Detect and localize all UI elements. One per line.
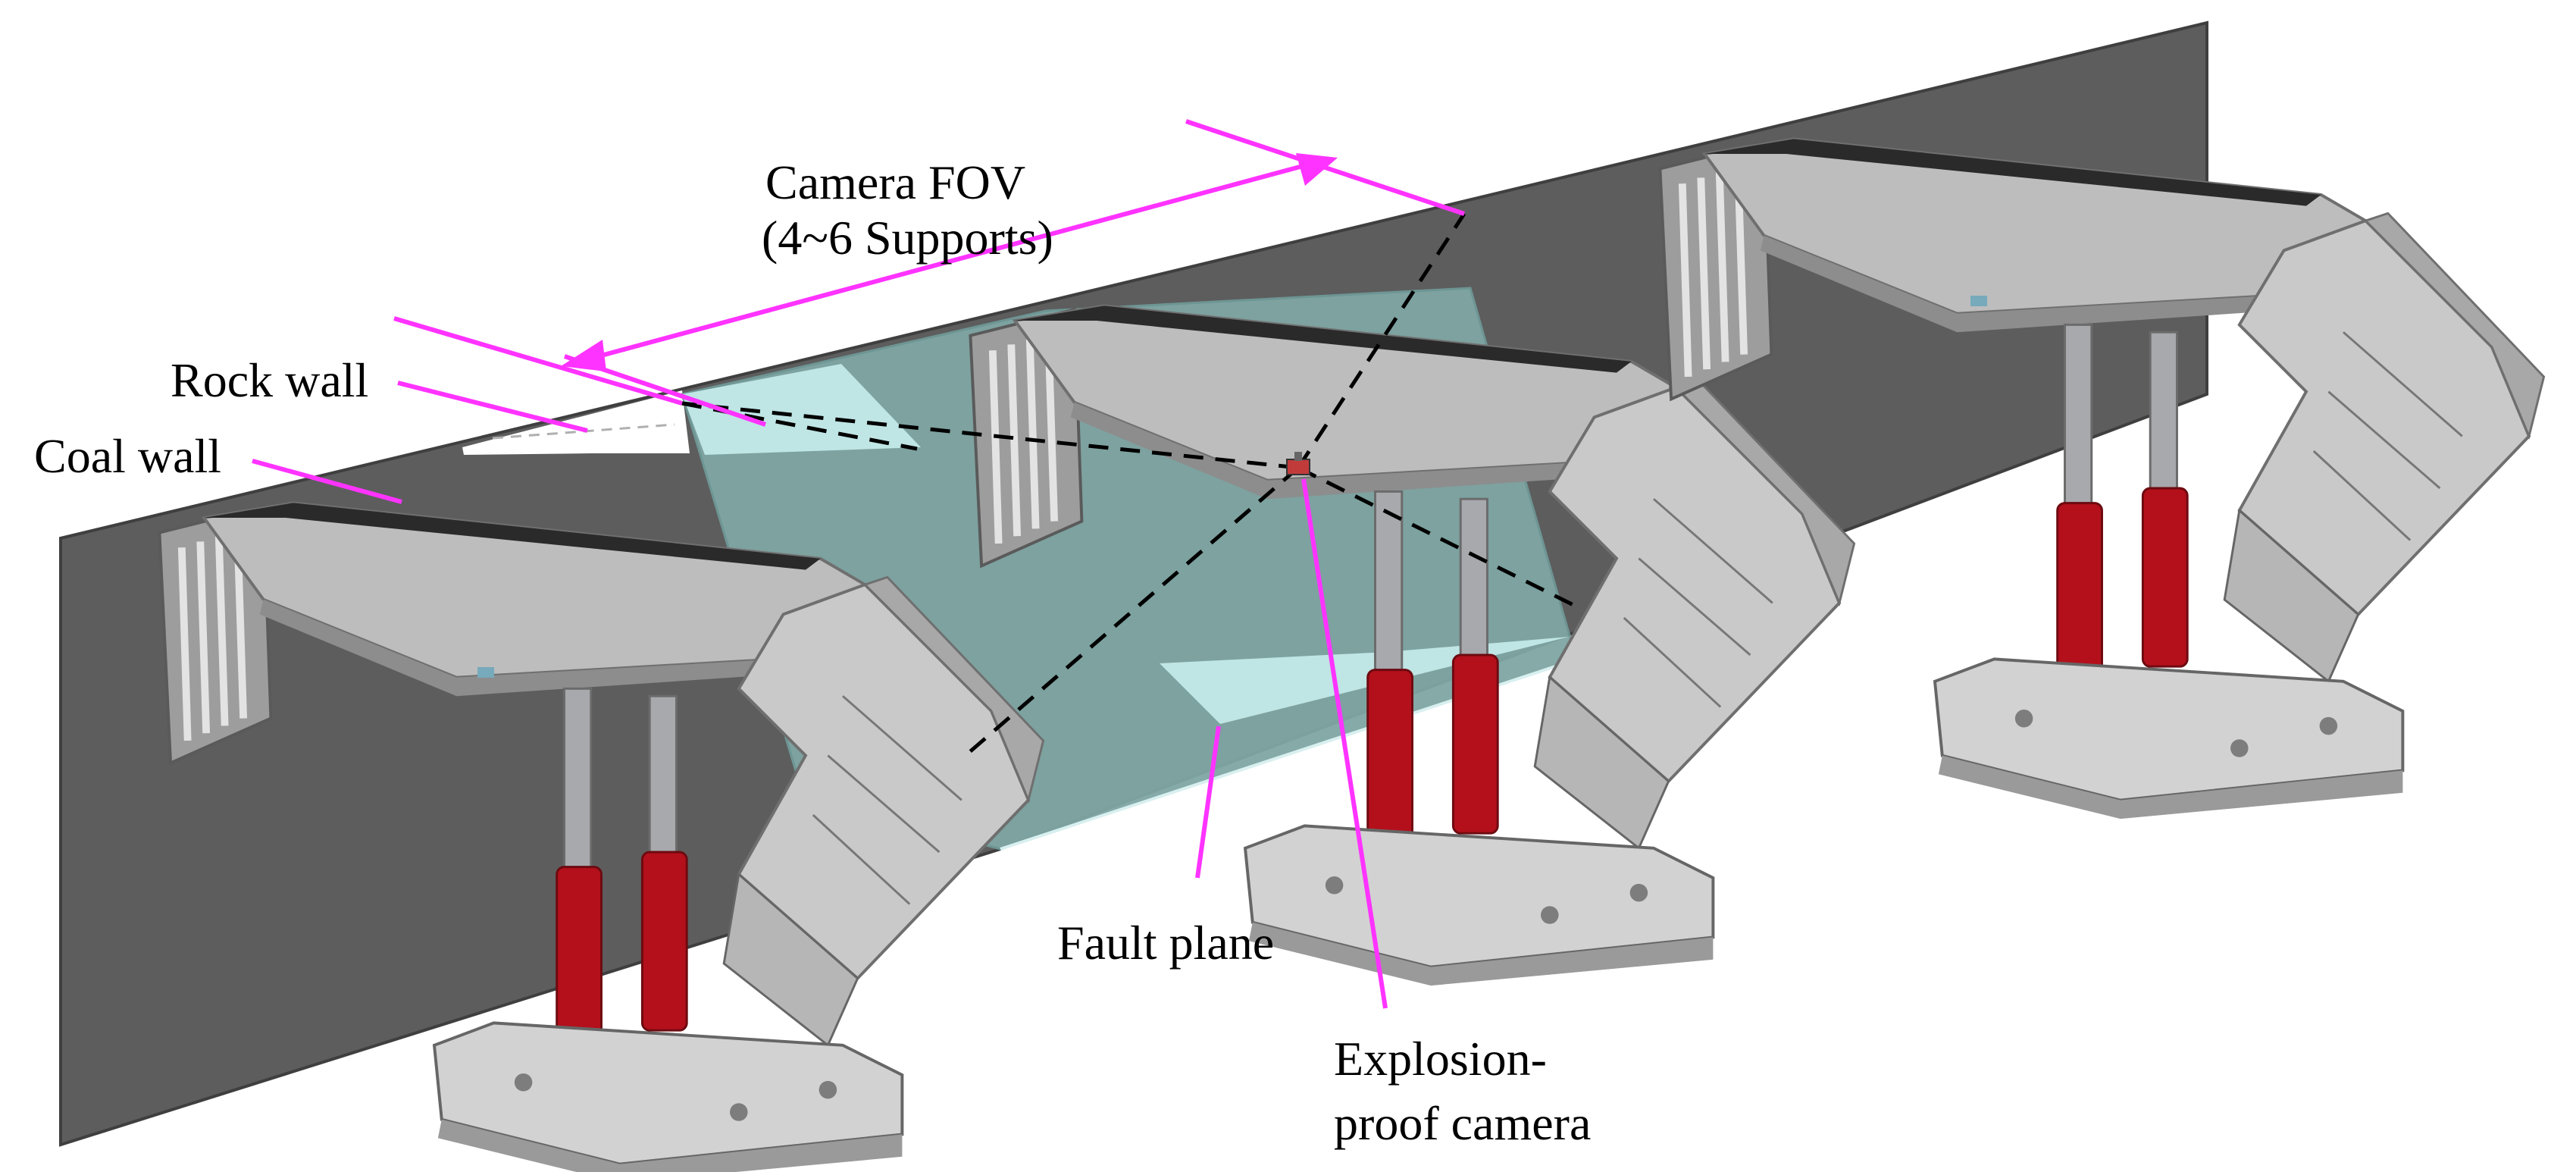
fault-plane-highlight-upper	[682, 364, 921, 455]
explosion-proof-camera-label: Explosion-	[1334, 1032, 1547, 1086]
rock-wall-label: Rock wall	[171, 353, 368, 407]
fov-arrowheads	[561, 153, 1338, 371]
coal-wall-label: Coal wall	[34, 429, 221, 483]
camera-fov-label: Camera FOV	[765, 155, 1025, 209]
annotation-lines	[252, 119, 1465, 1009]
explosion-proof-camera-label-line2: proof camera	[1334, 1096, 1591, 1150]
camera-mount-icon	[477, 296, 1987, 678]
explosion-proof-camera-icon	[1286, 452, 1310, 475]
camera-fov-supports-label: (4~6 Supports)	[762, 211, 1053, 265]
fault-plane-label: Fault plane	[1057, 916, 1274, 970]
rock-wall-strip	[462, 390, 690, 455]
